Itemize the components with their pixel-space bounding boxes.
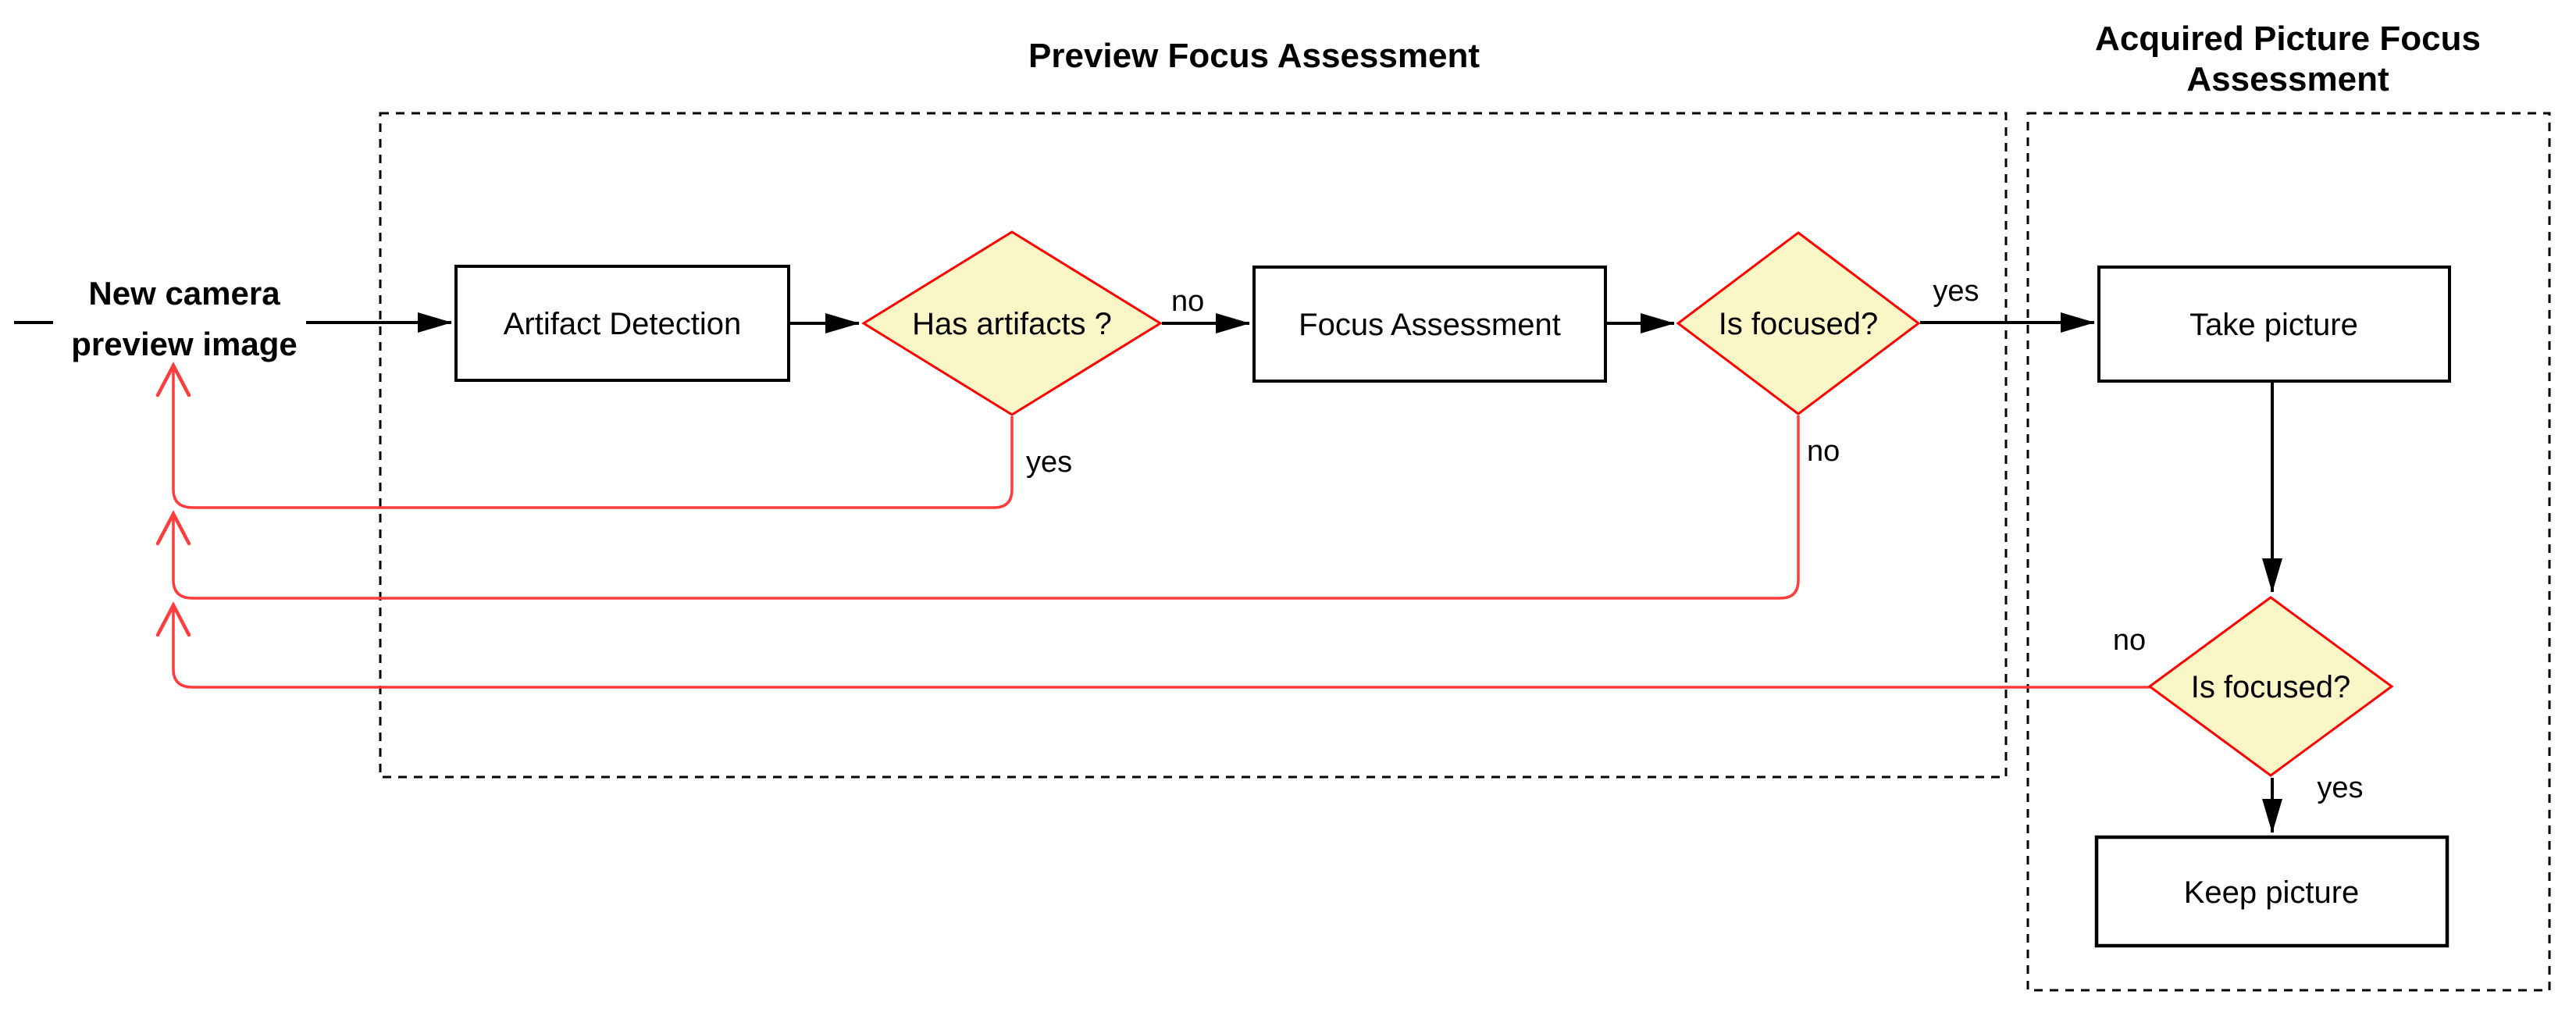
acquired-focus-container xyxy=(2026,112,2551,992)
feedback-arrowhead-3 xyxy=(155,601,191,637)
preview-focus-container-title: Preview Focus Assessment xyxy=(1028,37,1480,75)
edge-label-is-focused-preview-no: no xyxy=(1807,435,1840,468)
is-focused-preview-decision: Is focused? xyxy=(1676,231,1921,415)
keep-picture-label: Keep picture xyxy=(2184,875,2360,910)
take-picture-node: Take picture xyxy=(2097,266,2451,383)
acquired-focus-container-title-line1: Acquired Picture Focus xyxy=(2095,20,2481,58)
edge-is-focused-acquired-no-feedback xyxy=(172,608,2150,689)
is-focused-acquired-decision: Is focused? xyxy=(2147,596,2394,777)
preview-focus-container xyxy=(379,112,2008,779)
has-artifacts-label: Has artifacts ? xyxy=(912,307,1112,341)
acquired-focus-container-title-line2: Assessment xyxy=(2186,60,2389,98)
is-focused-preview-label: Is focused? xyxy=(1719,307,1879,341)
artifact-detection-label: Artifact Detection xyxy=(504,307,742,341)
edge-label-has-artifacts-yes: yes xyxy=(1026,446,1072,479)
edge-label-is-focused-preview-yes: yes xyxy=(1933,275,1979,308)
take-picture-label: Take picture xyxy=(2189,308,2358,342)
focus-assessment-node: Focus Assessment xyxy=(1252,266,1607,383)
keep-picture-node: Keep picture xyxy=(2094,835,2450,948)
start-label-line2: preview image xyxy=(71,326,297,362)
edge-label-is-focused-acquired-no: no xyxy=(2113,624,2146,657)
start-node: New camera preview image xyxy=(71,275,297,362)
has-artifacts-decision: Has artifacts ? xyxy=(861,230,1163,416)
is-focused-acquired-label: Is focused? xyxy=(2191,670,2351,704)
feedback-arrowhead-2 xyxy=(155,510,191,546)
edge-label-is-focused-acquired-yes: yes xyxy=(2317,772,2363,804)
edge-is-focused-preview-no-feedback xyxy=(172,415,1800,600)
artifact-detection-node: Artifact Detection xyxy=(454,265,790,382)
edge-label-has-artifacts-no: no xyxy=(1171,285,1204,318)
feedback-arrowhead-1 xyxy=(155,362,191,397)
start-label-line1: New camera xyxy=(88,275,280,312)
edge-has-artifacts-yes-feedback xyxy=(172,369,1014,509)
focus-assessment-label: Focus Assessment xyxy=(1299,308,1561,342)
